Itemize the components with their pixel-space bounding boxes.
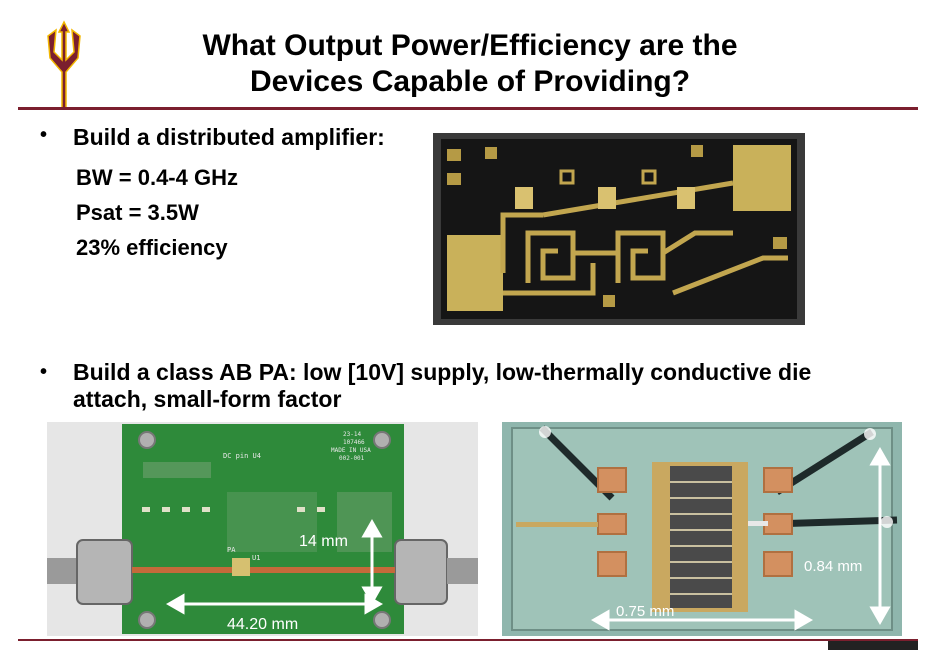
- footer-divider: [18, 639, 918, 641]
- die-height-label: 0.84 mm: [804, 558, 862, 575]
- silk-u1: U1: [252, 554, 260, 562]
- amplifier-specs: BW = 0.4-4 GHz Psat = 3.5W 23% efficienc…: [76, 160, 238, 265]
- class-ab-pa-pcb-photo: DC pin U4 23-14 107466 MADE IN USA 002-0…: [47, 422, 478, 636]
- silk-line-3: MADE IN USA: [331, 447, 371, 454]
- spec-bandwidth: BW = 0.4-4 GHz: [76, 165, 238, 190]
- silk-pa: PA: [227, 546, 236, 554]
- silk-line-4: 002-001: [339, 455, 365, 462]
- silk-line-2: 107466: [343, 439, 365, 446]
- slide-title: What Output Power/Efficiency are the Dev…: [110, 28, 830, 100]
- bullet-distributed-amplifier: • Build a distributed amplifier:: [40, 124, 385, 151]
- silk-line-1: 23-14: [343, 431, 361, 438]
- distributed-amplifier-die-photo: [433, 133, 805, 325]
- die-width-label: 0.75 mm: [616, 603, 674, 620]
- spec-psat: Psat = 3.5W: [76, 200, 199, 225]
- bullet-text-line-1: Build a class AB PA: low [10V] supply, l…: [73, 359, 812, 385]
- bullet-text: Build a distributed amplifier:: [73, 124, 385, 150]
- pcb-height-label: 14 mm: [299, 533, 348, 550]
- spec-efficiency: 23% efficiency: [76, 235, 228, 260]
- silk-dc-pin: DC pin U4: [223, 452, 261, 460]
- bullet-class-ab-pa: • Build a class AB PA: low [10V] supply,…: [40, 359, 900, 413]
- pcb-width-label: 44.20 mm: [227, 616, 298, 633]
- bullet-marker: •: [40, 361, 48, 383]
- title-line-1: What Output Power/Efficiency are the: [202, 29, 738, 62]
- title-line-2: Devices Capable of Providing?: [249, 65, 691, 98]
- bullet-marker: •: [40, 124, 48, 146]
- title-divider: [18, 107, 918, 110]
- footer-logo-partial: [828, 641, 918, 650]
- bullet-text-line-2: attach, small-form factor: [73, 386, 342, 412]
- class-ab-pa-die-photo: 0.75 mm 0.84 mm: [502, 422, 902, 636]
- pitchfork-logo-icon: [47, 20, 81, 109]
